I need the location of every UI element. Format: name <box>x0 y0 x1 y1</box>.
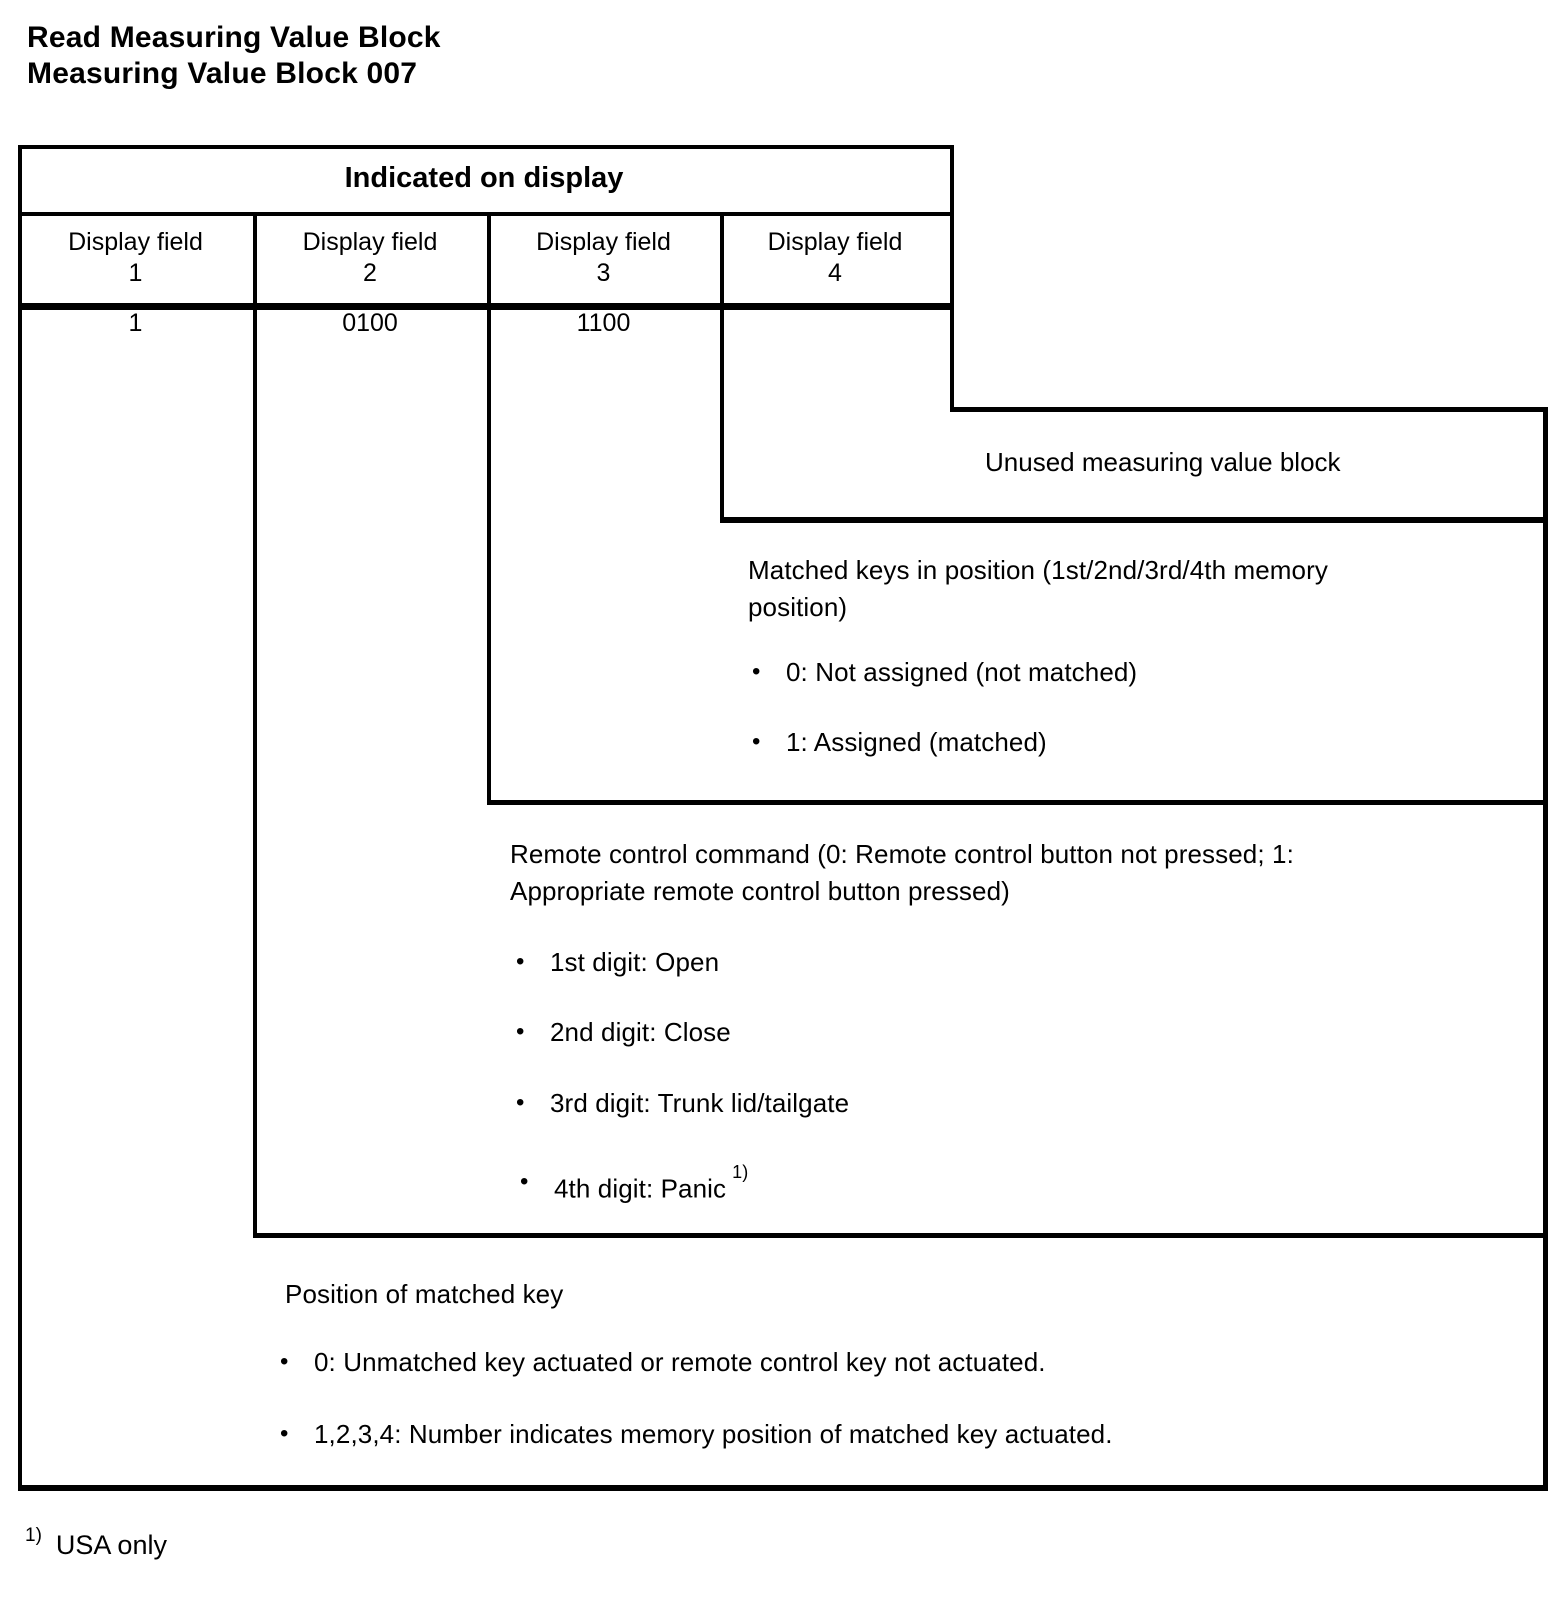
value-cell-field-1: 1 <box>128 308 143 337</box>
bracket-line-field3-bottom <box>487 800 1548 805</box>
table-header-indicated-on-display: Indicated on display <box>18 145 950 212</box>
field4-annotation-label: Unused measuring value block <box>985 447 1341 477</box>
bullet-text: 0: Not assigned (not matched) <box>786 657 1138 687</box>
bracket-line-field1-bottom <box>18 1485 1548 1491</box>
bullet-icon: • <box>280 1420 289 1447</box>
bullet-text: 1st digit: Open <box>550 947 720 977</box>
bullet-text-with-footnote: 4th digit: Panic1) <box>554 1162 748 1204</box>
column-header-display-field-4: Display field 4 <box>720 214 950 302</box>
page-subtitle: Measuring Value Block 007 <box>27 57 418 90</box>
table-right-border <box>950 145 954 412</box>
field2-bullet-3rd-digit: • 3rd digit: Trunk lid/tailgate <box>516 1089 849 1117</box>
field1-bullet-memory-position: • 1,2,3,4: Number indicates memory posit… <box>280 1420 1113 1448</box>
column-header-display-field-3: Display field 3 <box>487 214 720 302</box>
bullet-icon: • <box>516 1018 525 1045</box>
callout-right-border <box>1543 407 1548 1491</box>
bullet-icon: • <box>516 948 525 975</box>
bullet-text: 2nd digit: Close <box>550 1017 731 1047</box>
column-number: 4 <box>828 259 842 287</box>
field1-annotation-heading: Position of matched key <box>285 1279 564 1309</box>
table-left-border-extension <box>18 145 22 1491</box>
value-cell-field-3: 1100 <box>576 308 631 337</box>
field3-annotation-heading: Matched keys in position (1st/2nd/3rd/4t… <box>748 555 1328 622</box>
column-header-display-field-1: Display field 1 <box>18 214 253 302</box>
bullet-text: 4th digit: Panic <box>554 1173 727 1204</box>
column-label: Display field <box>302 228 438 256</box>
page-title: Read Measuring Value Block <box>27 21 441 54</box>
column-number: 2 <box>363 259 377 287</box>
column2-3-border-extension <box>487 212 491 805</box>
footnote-text: USA only <box>55 1530 167 1560</box>
column-label: Display field <box>767 228 903 256</box>
bracket-line-field2-bottom <box>253 1233 1548 1238</box>
field2-bullet-1st-digit: • 1st digit: Open <box>516 948 719 976</box>
value-cell-field-4 <box>720 305 950 341</box>
footnote-usa-only: 1) USA only <box>25 1525 167 1560</box>
value-cell-field-2: 0100 <box>342 308 398 337</box>
bullet-text: 3rd digit: Trunk lid/tailgate <box>550 1088 850 1118</box>
bullet-icon: • <box>520 1168 529 1195</box>
bullet-icon: • <box>280 1348 289 1375</box>
bullet-text: 0: Unmatched key actuated or remote cont… <box>314 1347 1046 1377</box>
field3-bullet-assigned: • 1: Assigned (matched) <box>752 728 1047 756</box>
field3-bullet-not-assigned: • 0: Not assigned (not matched) <box>752 658 1137 686</box>
field2-bullet-2nd-digit: • 2nd digit: Close <box>516 1018 731 1046</box>
table-header-divider <box>18 212 950 216</box>
column3-4-border-extension <box>720 212 724 523</box>
bullet-icon: • <box>752 728 761 755</box>
field1-bullet-unmatched: • 0: Unmatched key actuated or remote co… <box>280 1348 1046 1376</box>
column-label: Display field <box>536 228 671 256</box>
column-number: 3 <box>596 259 611 287</box>
bracket-line-field4-top <box>950 407 1548 412</box>
column-header-display-field-2: Display field 2 <box>253 214 487 302</box>
field2-annotation-heading: Remote control command (0: Remote contro… <box>510 839 1294 906</box>
bullet-text: 1,2,3,4: Number indicates memory positio… <box>314 1419 1113 1449</box>
bullet-text: 1: Assigned (matched) <box>786 727 1047 757</box>
table-top-border <box>18 145 950 149</box>
column1-2-border-extension <box>253 212 257 1238</box>
footnote-reference: 1) <box>732 1162 749 1182</box>
field2-bullet-4th-digit: • 4th digit: Panic1) <box>520 1162 748 1204</box>
table-header-label: Indicated on display <box>344 162 624 194</box>
column-number: 1 <box>128 259 143 287</box>
column-label: Display field <box>68 228 203 256</box>
footnote-marker: 1) <box>25 1525 42 1546</box>
bracket-line-field4-bottom <box>720 517 1548 523</box>
table-colheader-bottom-border <box>18 303 950 310</box>
bullet-icon: • <box>752 658 761 685</box>
bullet-icon: • <box>516 1089 525 1116</box>
